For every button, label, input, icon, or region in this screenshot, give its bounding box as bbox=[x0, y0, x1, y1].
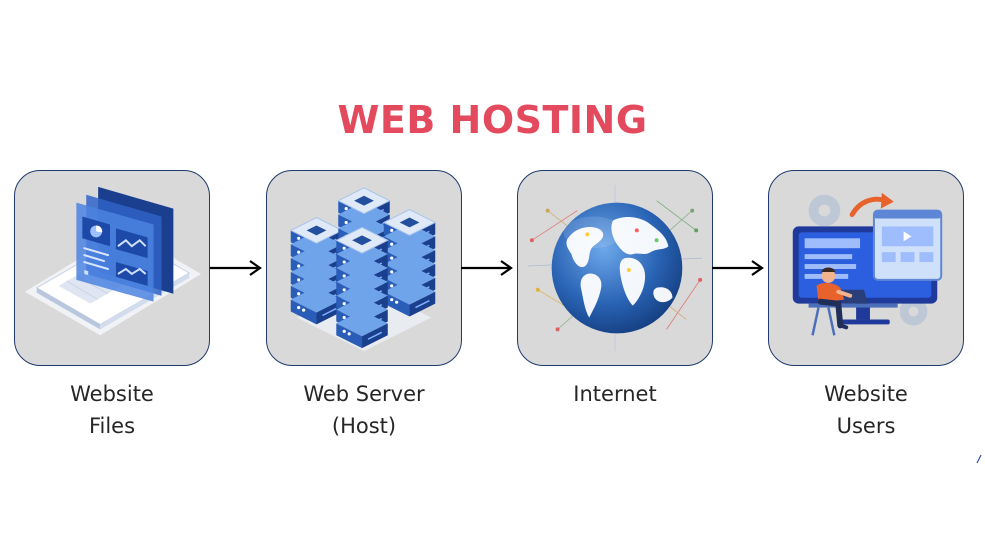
node-label-internet: Internet bbox=[517, 378, 713, 410]
node-label-line2: (Host) bbox=[331, 414, 397, 438]
laptop-icon bbox=[24, 186, 202, 336]
node-label-web-server: Web Server (Host) bbox=[266, 378, 462, 442]
node-label-line1: Website bbox=[824, 382, 908, 406]
node-label-line2: Users bbox=[836, 414, 896, 438]
node-label-line2: Files bbox=[88, 414, 136, 438]
diagram-title: WEB HOSTING bbox=[337, 98, 648, 142]
node-label-line1: Internet bbox=[573, 382, 657, 406]
node-website-users bbox=[768, 170, 964, 366]
server-stack-icon bbox=[290, 187, 437, 352]
arrow-right-icon bbox=[461, 260, 513, 276]
arrow-right-icon bbox=[210, 260, 262, 276]
node-internet bbox=[517, 170, 713, 366]
arrow-right-icon bbox=[712, 260, 764, 276]
node-label-line1: Website bbox=[70, 382, 154, 406]
node-website-files bbox=[14, 170, 210, 366]
node-label-website-files: Website Files bbox=[14, 378, 210, 442]
node-label-line1: Web Server bbox=[303, 382, 425, 406]
node-label-website-users: Website Users bbox=[768, 378, 964, 442]
user-at-computer-icon bbox=[792, 192, 943, 336]
node-web-server bbox=[266, 170, 462, 366]
globe-icon bbox=[527, 184, 703, 352]
corner-mark-icon bbox=[976, 454, 982, 464]
